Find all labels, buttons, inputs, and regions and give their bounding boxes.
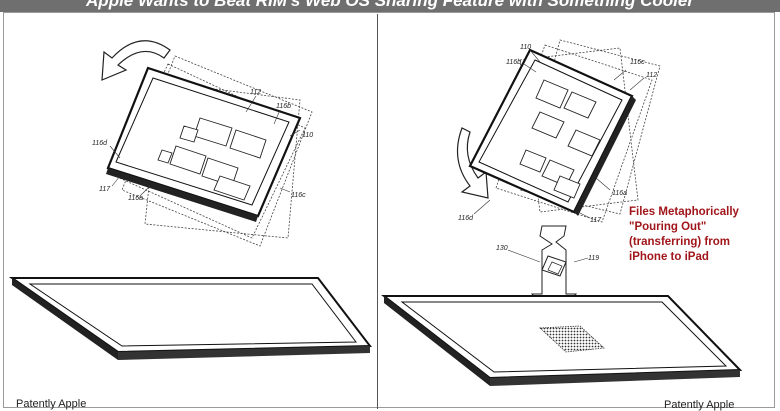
annotation-line-1: Files Metaphorically [629, 206, 739, 218]
ghost-outline-left-2 [114, 63, 306, 239]
label-117-right: 117 [590, 217, 602, 224]
label-119-right: 119 [588, 255, 599, 262]
iphone-screen-left [115, 77, 290, 206]
rotate-arrow-right [456, 127, 489, 199]
leader-lines-left [109, 95, 301, 197]
annotation-line-4: iPhone to iPad [629, 251, 709, 263]
annotation-line-3: (transferring) from [629, 236, 730, 248]
label-116d-right: 116d [458, 215, 474, 222]
watermark-left: Patently Apple [16, 398, 87, 410]
watermark-right: Patently Apple [664, 399, 735, 411]
rotate-arrow-left [101, 40, 171, 81]
label-116b-left: 116b [276, 103, 291, 110]
label-116d-left: 116d [92, 140, 108, 147]
label-112-left: 112 [250, 89, 261, 96]
annotation-line-2: "Pouring Out" [629, 221, 707, 233]
label-110-right: 110 [520, 44, 531, 51]
transfer-annotation: Files Metaphorically "Pouring Out" (tran… [629, 205, 769, 265]
label-116b-right: 116b [506, 59, 521, 66]
label-116a-left: 116a [128, 195, 143, 202]
leader-lines-right [473, 49, 645, 263]
label-116c-left: 116c [291, 192, 306, 199]
label-130-right: 130 [496, 245, 508, 252]
label-117-left: 117 [99, 186, 111, 193]
file-icons-left [157, 117, 267, 201]
ghost-outline-left-1 [121, 55, 313, 247]
label-116a-right: 116a [612, 190, 627, 197]
panel-divider [377, 14, 378, 409]
file-icons-right [519, 79, 601, 199]
label-116c-right: 116c [630, 59, 645, 66]
label-112-right: 112 [646, 72, 657, 79]
landing-spot [539, 325, 605, 353]
ipad-edge-left [12, 278, 118, 360]
title-banner: Apple Wants to Beat RIM's Web OS Sharing… [0, 0, 780, 12]
iphone-edge-left [106, 168, 258, 222]
ipad-screen-left [28, 283, 357, 347]
ipad-edge-bottom-right [490, 370, 740, 386]
ipad-edge-right [384, 296, 490, 386]
iphone-edge-right [574, 96, 636, 216]
label-110-left: 110 [302, 132, 313, 139]
title-text: Apple Wants to Beat RIM's Web OS Sharing… [86, 0, 694, 10]
ipad-edge-bottom-left [118, 346, 370, 360]
